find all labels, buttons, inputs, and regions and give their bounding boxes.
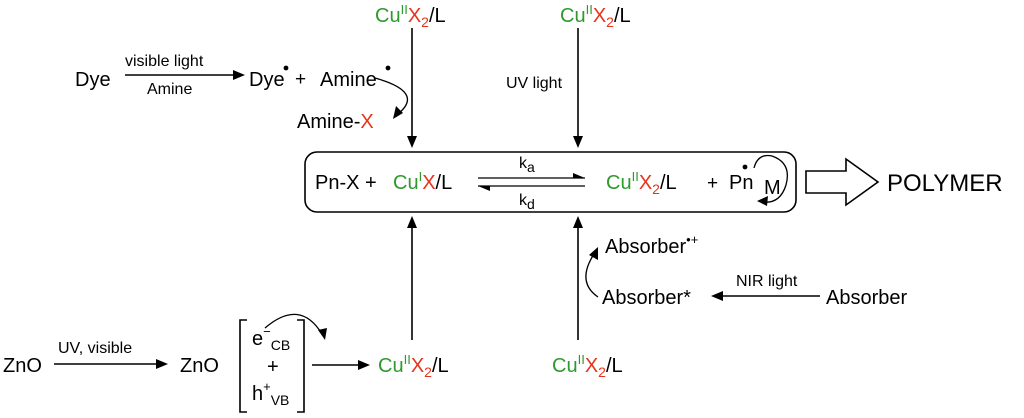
- amine-x-label: Amine-X: [297, 111, 374, 133]
- bottom-right-cu-ii: CuIIX2/L: [552, 352, 623, 380]
- dye-radical-dot: [283, 65, 289, 71]
- right-bracket: [297, 319, 305, 413]
- activation-arrowhead: [573, 173, 585, 178]
- bottom-right-up-arrow-group: [573, 216, 583, 340]
- top-left-cu-ii: CuIIX2/L: [375, 2, 446, 30]
- equilibrium-frame: [304, 151, 797, 213]
- ka-label: ka: [519, 155, 535, 175]
- electron-transfer-arrowhead: [589, 247, 598, 260]
- center-plus: +: [707, 173, 718, 194]
- monomer-label: M: [764, 177, 781, 199]
- nir-arrowhead: [711, 291, 723, 301]
- amine-x-curved-arrowhead: [393, 106, 403, 119]
- cu-i-complex: CuIX/L: [393, 169, 452, 194]
- pn-radical-dot: [742, 164, 748, 170]
- electron-cb: e−CB: [252, 324, 290, 353]
- dye-plus: +: [295, 69, 306, 90]
- zno-label: ZnO: [3, 355, 42, 377]
- nir-light-label: NIR light: [736, 273, 798, 290]
- dye-photoredox-pathway: Dye visible light Amine Dye + Amine Amin…: [75, 53, 409, 133]
- electron-transfer-curved-arrow: [585, 253, 599, 298]
- amine-radical-label: Amine: [320, 69, 377, 91]
- zno-to-cu-arrowhead: [358, 360, 370, 370]
- bottom-right-up-arrowhead: [573, 216, 583, 228]
- atrp-equilibrium-box: Pn-X + CuIX/L ka kd CuIIX2/L + Pn M: [304, 151, 797, 213]
- uv-visible-label: UV, visible: [58, 340, 132, 357]
- bottom-left-up-arrowhead: [407, 216, 417, 228]
- propagation-loop-arrowhead: [757, 196, 768, 206]
- visible-light-label: visible light: [125, 53, 204, 70]
- absorber-excited-label: Absorber*: [602, 287, 691, 309]
- bottom-left-cu-ii: CuIIX2/L: [378, 352, 449, 380]
- hollow-output-arrow: [805, 157, 880, 207]
- top-left-down-arrowhead: [407, 136, 417, 148]
- top-right-cu-ii-group: CuIIX2/L UV light: [505, 2, 631, 148]
- uv-label-backdrop: [505, 72, 577, 94]
- hole-vb: h+VB: [252, 379, 289, 408]
- kd-label: kd: [519, 192, 535, 212]
- pn-radical-label: Pn: [729, 172, 753, 194]
- zno-arrowhead: [156, 359, 168, 369]
- absorber-cation-label: Absorber•+: [605, 232, 698, 258]
- amine-reagent-label: Amine: [147, 81, 192, 98]
- polymer-label: POLYMER: [887, 170, 1003, 197]
- cu-ii-complex: CuIIX2/L: [606, 169, 677, 197]
- deactivation-arrowhead: [478, 186, 490, 191]
- amine-x-curved-arrow: [374, 77, 409, 115]
- zno-photocatalysis-pathway: ZnO UV, visible ZnO e−CB + h+VB: [3, 313, 370, 413]
- top-left-cu-ii-group: CuIIX2/L: [375, 2, 446, 148]
- electron-curved-arrowhead: [318, 328, 327, 340]
- bracket-plus: +: [267, 356, 279, 378]
- zno-excited-label: ZnO: [180, 355, 219, 377]
- nir-absorber-pathway: Absorber•+ Absorber* NIR light Absorber: [585, 232, 907, 309]
- pn-x-label: Pn-X +: [315, 172, 377, 194]
- top-right-down-arrowhead: [573, 136, 583, 148]
- dye-label: Dye: [75, 69, 111, 91]
- dye-radical-label: Dye: [249, 69, 285, 91]
- propagation-loop-arrow: [753, 154, 789, 203]
- dye-arrowhead: [233, 70, 245, 80]
- uv-light-label: UV light: [506, 75, 563, 92]
- polymer-output: POLYMER: [805, 157, 1003, 207]
- top-right-cu-ii: CuIIX2/L: [560, 2, 631, 30]
- electron-curved-arrow: [264, 313, 323, 335]
- amine-radical-dot: [385, 65, 391, 71]
- left-bracket: [239, 319, 247, 413]
- absorber-ground-label: Absorber: [826, 287, 907, 309]
- bottom-left-up-arrow-group: [407, 216, 417, 340]
